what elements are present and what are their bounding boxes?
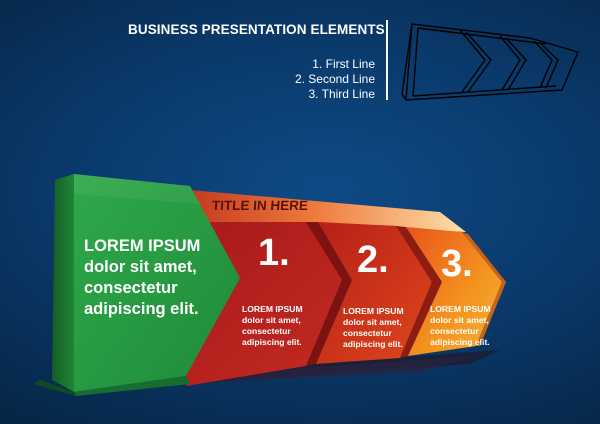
step-2-edge	[396, 226, 442, 358]
green-panel-text: LOREM IPSUM dolor sit amet, consectetur …	[84, 236, 200, 320]
step-2-number: 2.	[357, 239, 389, 281]
step-2-text: LOREM IPSUM dolor sit amet, consectetur …	[343, 306, 404, 350]
green-sheen	[74, 174, 200, 204]
step-2-line-3: adipiscing elit.	[343, 339, 403, 349]
base-shadow-2	[190, 356, 476, 384]
header-divider	[386, 20, 388, 100]
header-line-1: 1. First Line	[312, 57, 375, 71]
header-line-2: 2. Second Line	[294, 72, 375, 86]
step-3-edge	[462, 232, 506, 346]
step-1-chevron	[186, 222, 342, 386]
step-1-line-3: adipiscing elit.	[242, 337, 302, 347]
green-panel-heading: LOREM IPSUM	[84, 237, 201, 255]
green-panel-bottom	[34, 376, 190, 396]
title-band	[190, 190, 466, 232]
header-line-3: 3. Third Line	[308, 87, 376, 101]
step-1-number: 1.	[258, 232, 290, 274]
step-3-line-3: adipiscing elit.	[430, 337, 490, 347]
green-panel-corner	[34, 380, 76, 396]
green-panel-side	[52, 174, 74, 392]
step-1-text: LOREM IPSUM dolor sit amet, consectetur …	[242, 304, 303, 348]
green-panel-line-2: consectetur	[84, 279, 178, 297]
green-panel-line-1: dolor sit amet,	[84, 258, 197, 276]
step-3-text: LOREM IPSUM dolor sit amet, consectetur …	[430, 304, 491, 348]
step-1-line-2: consectetur	[242, 326, 291, 336]
step-3-line-1: dolor sit amet,	[430, 315, 489, 325]
step-3-chevron	[406, 227, 502, 356]
step-3-heading: LOREM IPSUM	[430, 304, 491, 314]
step-2-heading: LOREM IPSUM	[343, 306, 404, 316]
step-2-chevron	[316, 222, 432, 364]
step-1-line-1: dolor sit amet,	[242, 315, 301, 325]
step-3-number: 3.	[441, 243, 473, 285]
header-line-list: 1. First Line 2. Second Line 3. Third Li…	[295, 57, 375, 102]
step-1-heading: LOREM IPSUM	[242, 304, 303, 314]
step-1-edge	[306, 222, 352, 366]
band-title: TITLE IN HERE	[211, 198, 309, 213]
step-2-line-2: consectetur	[343, 328, 392, 338]
header-title: BUSINESS PRESENTATION ELEMENTS	[128, 22, 385, 37]
green-panel-line-3: adipiscing elit.	[84, 300, 199, 318]
green-panel	[74, 174, 240, 392]
step-2-line-1: dolor sit amet,	[343, 317, 402, 327]
step-3-line-2: consectetur	[430, 326, 479, 336]
